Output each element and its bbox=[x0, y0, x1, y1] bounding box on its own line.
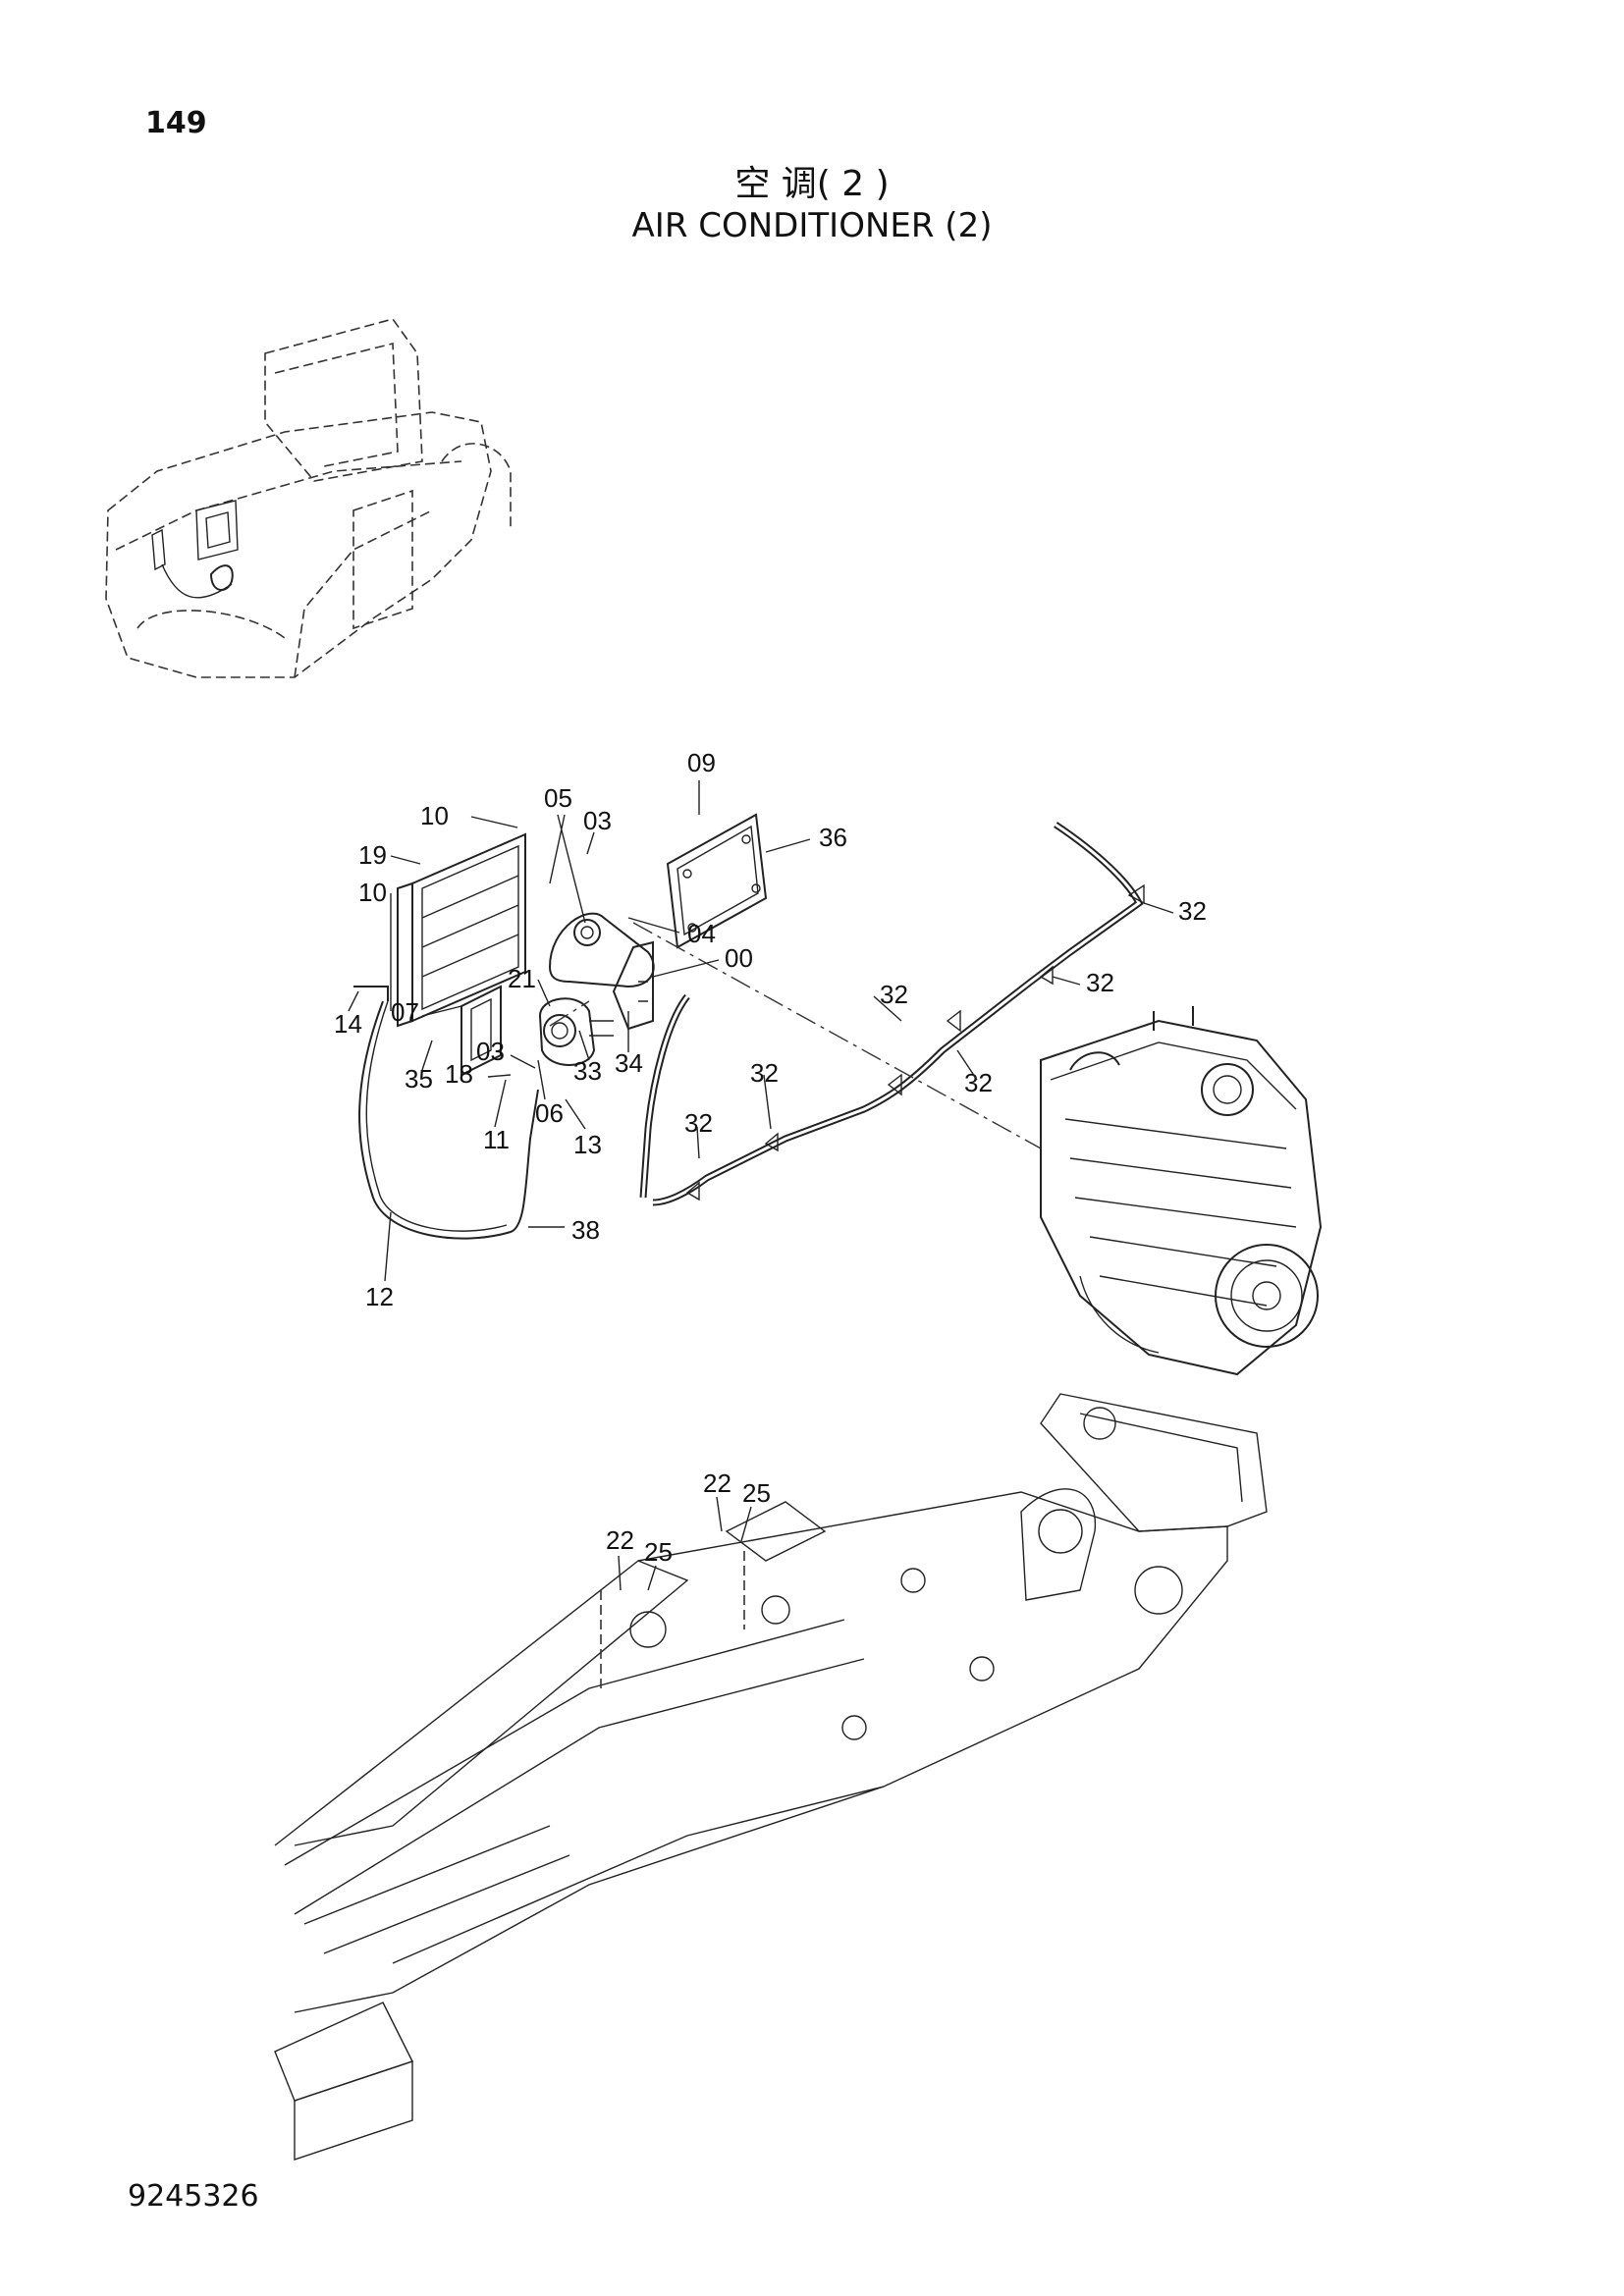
callout-25-right: 25 bbox=[742, 1478, 771, 1508]
callout-03: 03 bbox=[583, 806, 612, 835]
compressor-belt bbox=[538, 912, 655, 1066]
callout-36: 36 bbox=[819, 823, 847, 852]
refrigerant-hoses bbox=[639, 822, 1145, 1206]
callout-03-lower: 03 bbox=[476, 1037, 505, 1066]
callout-09: 09 bbox=[687, 748, 716, 777]
callout-04: 04 bbox=[687, 919, 716, 948]
callout-12: 12 bbox=[365, 1282, 394, 1311]
bracket-plate bbox=[666, 813, 768, 949]
callout-33: 33 bbox=[573, 1056, 602, 1086]
callout-leaders bbox=[348, 780, 1174, 1591]
drawing-number: 9245326 bbox=[128, 2179, 259, 2214]
callout-06: 06 bbox=[535, 1098, 564, 1128]
callout-19: 19 bbox=[358, 840, 387, 870]
callout-34: 34 bbox=[615, 1048, 643, 1078]
callout-32-b: 32 bbox=[1086, 968, 1114, 997]
callout-38: 38 bbox=[571, 1215, 600, 1245]
callout-07: 07 bbox=[391, 997, 419, 1027]
engine bbox=[1040, 1006, 1323, 1376]
title-english: AIR CONDITIONER (2) bbox=[631, 206, 993, 245]
callout-32-d: 32 bbox=[964, 1068, 993, 1097]
callout-11: 11 bbox=[483, 1125, 510, 1154]
callout-32-f: 32 bbox=[684, 1108, 713, 1138]
callout-32-a: 32 bbox=[1178, 896, 1207, 926]
page-number: 149 bbox=[145, 106, 207, 140]
callout-25-left: 25 bbox=[644, 1537, 673, 1567]
callout-22-left: 22 bbox=[606, 1525, 634, 1555]
callout-05: 05 bbox=[544, 783, 572, 813]
hose-lines bbox=[353, 986, 539, 1240]
upper-frame bbox=[274, 1393, 1268, 2161]
callout-22-right: 22 bbox=[703, 1468, 731, 1498]
callout-labels: 09 05 03 10 36 19 10 04 32 00 21 32 07 3… bbox=[334, 748, 1207, 1567]
callout-21: 21 bbox=[508, 964, 536, 993]
callout-10-lower: 10 bbox=[358, 878, 387, 907]
callout-13: 13 bbox=[573, 1130, 602, 1159]
overview-machine bbox=[105, 318, 512, 678]
callout-10-upper: 10 bbox=[420, 801, 449, 830]
condenser-assembly bbox=[390, 832, 526, 1077]
callout-14: 14 bbox=[334, 1009, 362, 1039]
callout-32-c: 32 bbox=[880, 980, 908, 1009]
callout-18: 18 bbox=[445, 1059, 473, 1089]
callout-35: 35 bbox=[405, 1064, 433, 1094]
leader-lines bbox=[549, 922, 1042, 1149]
title-chinese: 空 调( 2 ) bbox=[734, 164, 890, 204]
callout-00: 00 bbox=[725, 943, 753, 973]
